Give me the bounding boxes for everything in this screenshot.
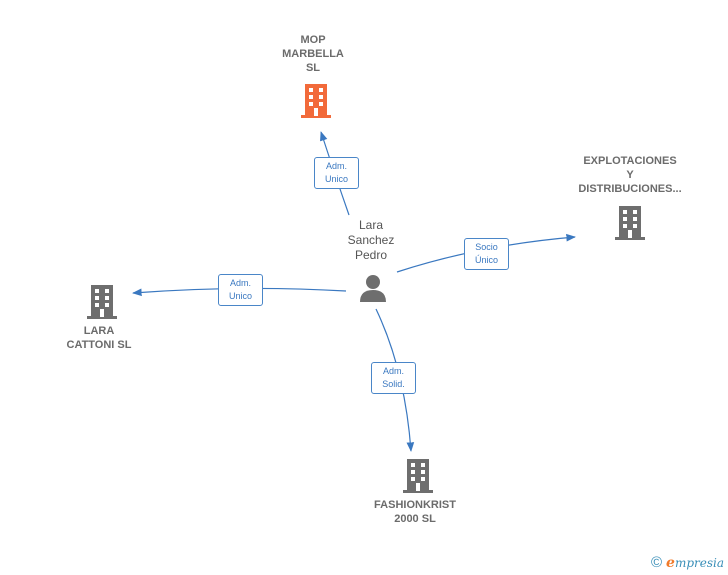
brand-logo[interactable]: empresia xyxy=(666,554,724,571)
edge-label-lara: Adm. Unico xyxy=(218,274,263,306)
copyright-icon: © xyxy=(650,554,663,571)
building-icon[interactable] xyxy=(614,206,646,240)
building-icon[interactable] xyxy=(402,459,434,493)
node-label-lara-cattoni[interactable]: LARA CATTONI SL xyxy=(66,325,132,351)
edge-label-explo: Socio Único xyxy=(464,238,509,270)
node-label-explotaciones[interactable]: EXPLOTACIONES Y DISTRIBUCIONES... xyxy=(578,155,682,195)
person-icon[interactable] xyxy=(358,273,388,303)
building-icon[interactable] xyxy=(86,285,118,319)
edge-label-fashion: Adm. Solid. xyxy=(371,362,416,394)
node-label-fashionkrist[interactable]: FASHIONKRIST 2000 SL xyxy=(374,499,456,525)
footer-brand[interactable]: © empresia xyxy=(651,554,724,571)
node-label-person[interactable]: Lara Sanchez Pedro xyxy=(347,218,395,262)
edge-label-mop: Adm. Unico xyxy=(314,157,359,189)
node-label-mop-marbella[interactable]: MOP MARBELLA SL xyxy=(282,34,344,74)
building-icon[interactable] xyxy=(300,84,332,118)
